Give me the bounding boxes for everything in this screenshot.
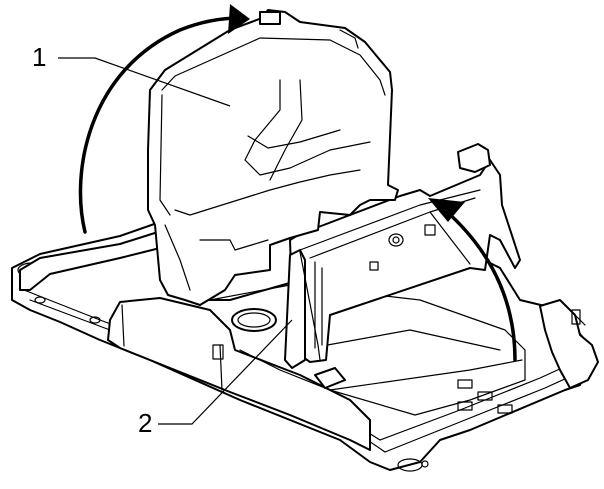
open-lid (147, 9, 399, 306)
callout-1: 1 (32, 42, 231, 107)
inner-panel (289, 143, 521, 389)
divider-panel (284, 249, 321, 369)
callout-1-label: 1 (32, 42, 46, 72)
inner-compartment (209, 284, 526, 416)
callout-2: 2 (138, 319, 293, 438)
front-wall (107, 297, 371, 451)
callout-2-label: 2 (138, 408, 152, 438)
panel-open-arrow (428, 198, 517, 362)
lid-open-arrow (78, 4, 250, 234)
left-rail (19, 231, 161, 324)
right-latch (539, 299, 599, 389)
